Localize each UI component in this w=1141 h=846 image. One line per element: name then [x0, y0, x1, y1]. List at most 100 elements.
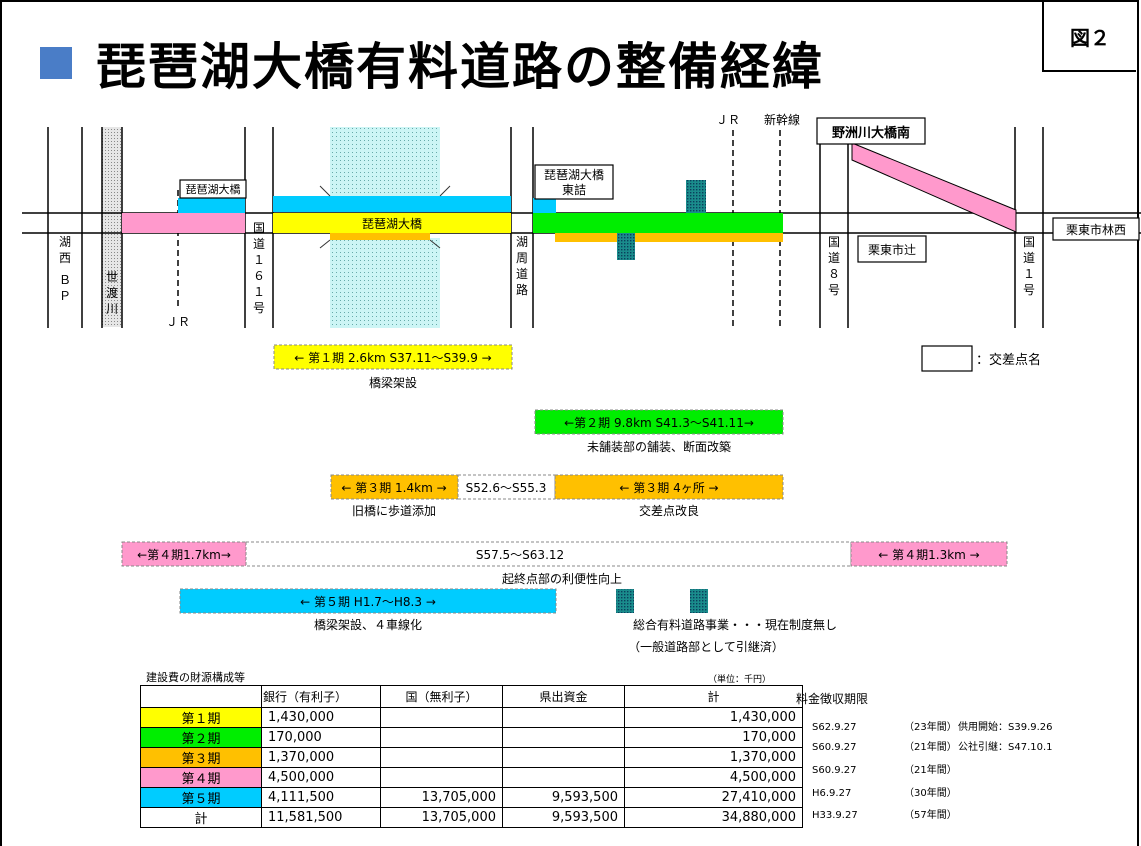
phase3-caption-left: 旧橋に歩道添加 — [352, 503, 436, 518]
sedo-river — [102, 127, 122, 327]
box-label-yasugawa: 野洲川大橋南 — [832, 125, 910, 141]
cell-prefecture — [502, 767, 625, 788]
header-prefecture: 県出資金 — [502, 685, 625, 708]
cell-national — [380, 747, 503, 768]
cell-bank: 11,581,500 — [261, 807, 381, 828]
svg-text:Ｂ: Ｂ — [59, 273, 71, 287]
page-title: 琵琶湖大橋有料道路の整備経緯 — [96, 38, 824, 96]
cell-national — [380, 767, 503, 788]
cell-prefecture — [502, 707, 625, 728]
jr-label-left: ＪＲ — [166, 315, 190, 329]
fee-row: H6.9.27 （30年間） — [812, 784, 958, 799]
cell-total: 1,430,000 — [624, 707, 803, 728]
svg-text:渡: 渡 — [106, 285, 118, 300]
jr-label-right: ＪＲ — [716, 113, 740, 127]
svg-text:１: １ — [1023, 267, 1035, 281]
svg-text:道: 道 — [516, 267, 528, 281]
fee-years: （30年間） — [904, 788, 957, 799]
svg-text:国: 国 — [253, 221, 265, 235]
svg-text:道: 道 — [1023, 251, 1035, 265]
row-label: 第２期 — [140, 727, 262, 748]
phase4-period: S57.5～S63.12 — [476, 548, 564, 562]
table-row: 第２期 170,000 170,000 — [140, 727, 803, 748]
cell-total: 1,370,000 — [624, 747, 803, 768]
figure-label: 図２ — [1042, 2, 1136, 72]
cell-prefecture: 9,593,500 — [502, 807, 625, 828]
phase4-label-right: ← 第４期1.3km → — [878, 548, 979, 562]
cell-national: 13,705,000 — [380, 787, 503, 808]
legend-label: ：交差点名 — [976, 352, 1041, 368]
header-national: 国（無利子） — [380, 685, 503, 708]
finance-unit: （単位：千円） — [708, 675, 772, 685]
fee-note: 供用開始：S39.9.26 — [958, 722, 1053, 733]
box-label-higashizume-2: 東詰 — [562, 182, 586, 197]
table-row: 第１期 1,430,000 1,430,000 — [140, 707, 803, 728]
box-label-ritto-tsuji: 栗東市辻 — [868, 242, 916, 257]
svg-text:道: 道 — [828, 251, 840, 265]
fee-years: （21年間） — [904, 765, 957, 776]
lake-area-upper — [330, 127, 440, 197]
svg-text:国: 国 — [828, 235, 840, 249]
sogo-note-2: （一般道路部として引継済） — [628, 639, 784, 654]
cell-total: 27,410,000 — [624, 787, 803, 808]
cell-prefecture — [502, 747, 625, 768]
phase1-caption: 橋梁架設 — [369, 375, 417, 390]
fee-date: H33.9.27 — [812, 810, 858, 821]
fee-header: 料金徴収期限 — [796, 692, 869, 706]
svg-text:世: 世 — [106, 270, 118, 284]
svg-text:１: １ — [253, 253, 265, 267]
seg-orange-east — [555, 233, 783, 242]
box-label-ritto-hayashi: 栗東市林西 — [1066, 222, 1126, 237]
phase1-label: ← 第１期 2.6km S37.11～S39.9 → — [294, 351, 491, 365]
cell-total: 34,880,000 — [624, 807, 803, 828]
svg-text:道: 道 — [253, 237, 265, 251]
svg-text:西: 西 — [59, 251, 71, 265]
header-bank: 銀行（有利子） — [261, 685, 381, 708]
intersection-boxes — [179, 117, 1140, 372]
fee-row: S60.9.27（21年間）公社引継：S47.10.1 — [812, 738, 1053, 753]
phase4-label-left: ←第４期1.7km→ — [137, 548, 231, 562]
title-area: 琵琶湖大橋有料道路の整備経緯 — [40, 28, 824, 98]
label-sedogawa: 世渡川 — [106, 270, 118, 316]
cell-total: 4,500,000 — [624, 767, 803, 788]
cell-total: 170,000 — [624, 727, 803, 748]
phase3-label-left: ← 第３期 1.4km → — [341, 481, 446, 495]
fee-date: H6.9.27 — [812, 788, 852, 799]
fee-row: H33.9.27 （57年間） — [812, 806, 958, 821]
cell-national — [380, 707, 503, 728]
box-label-higashizume-1: 琵琶湖大橋 — [544, 167, 604, 182]
svg-text:路: 路 — [516, 282, 528, 297]
svg-text:号: 号 — [253, 301, 265, 315]
seg-cyan-right — [533, 198, 556, 213]
cell-bank: 4,111,500 — [261, 787, 381, 808]
fee-years: （57年間） — [904, 810, 957, 821]
seg-cyan-left — [178, 198, 245, 213]
table-row-total: 計 11,581,500 13,705,000 9,593,500 34,880… — [140, 807, 803, 828]
svg-text:Ｐ: Ｐ — [59, 289, 71, 303]
sogo-block-north — [686, 180, 706, 213]
fee-date: S62.9.27 — [812, 722, 857, 733]
svg-text:号: 号 — [1023, 283, 1035, 297]
lake-area-lower — [330, 238, 440, 328]
svg-text:周: 周 — [516, 251, 528, 265]
fee-date: S60.9.27 — [812, 765, 857, 776]
phase3-label-right: ← 第３期 4ヶ所 → — [619, 481, 718, 495]
cell-prefecture — [502, 727, 625, 748]
phase3-caption-right: 交差点改良 — [639, 503, 699, 518]
finance-table: 銀行（有利子） 国（無利子） 県出資金 計 第１期 1,430,000 1,43… — [140, 685, 803, 828]
box-label-biwako-ohashi: 琵琶湖大橋 — [186, 182, 241, 196]
seg-orange-bridge — [330, 233, 430, 240]
seg-pink-east — [851, 142, 1017, 233]
seg-cyan-bridge — [273, 196, 511, 212]
finance-header-row: 銀行（有利子） 国（無利子） 県出資金 計 — [140, 685, 803, 708]
cell-bank: 1,430,000 — [261, 707, 381, 728]
phase4-caption: 起終点部の利便性向上 — [502, 571, 622, 586]
row-label: 第４期 — [140, 767, 262, 788]
seg-pink-left — [122, 213, 245, 233]
svg-text:湖: 湖 — [59, 234, 71, 249]
svg-text:６: ６ — [253, 269, 265, 283]
